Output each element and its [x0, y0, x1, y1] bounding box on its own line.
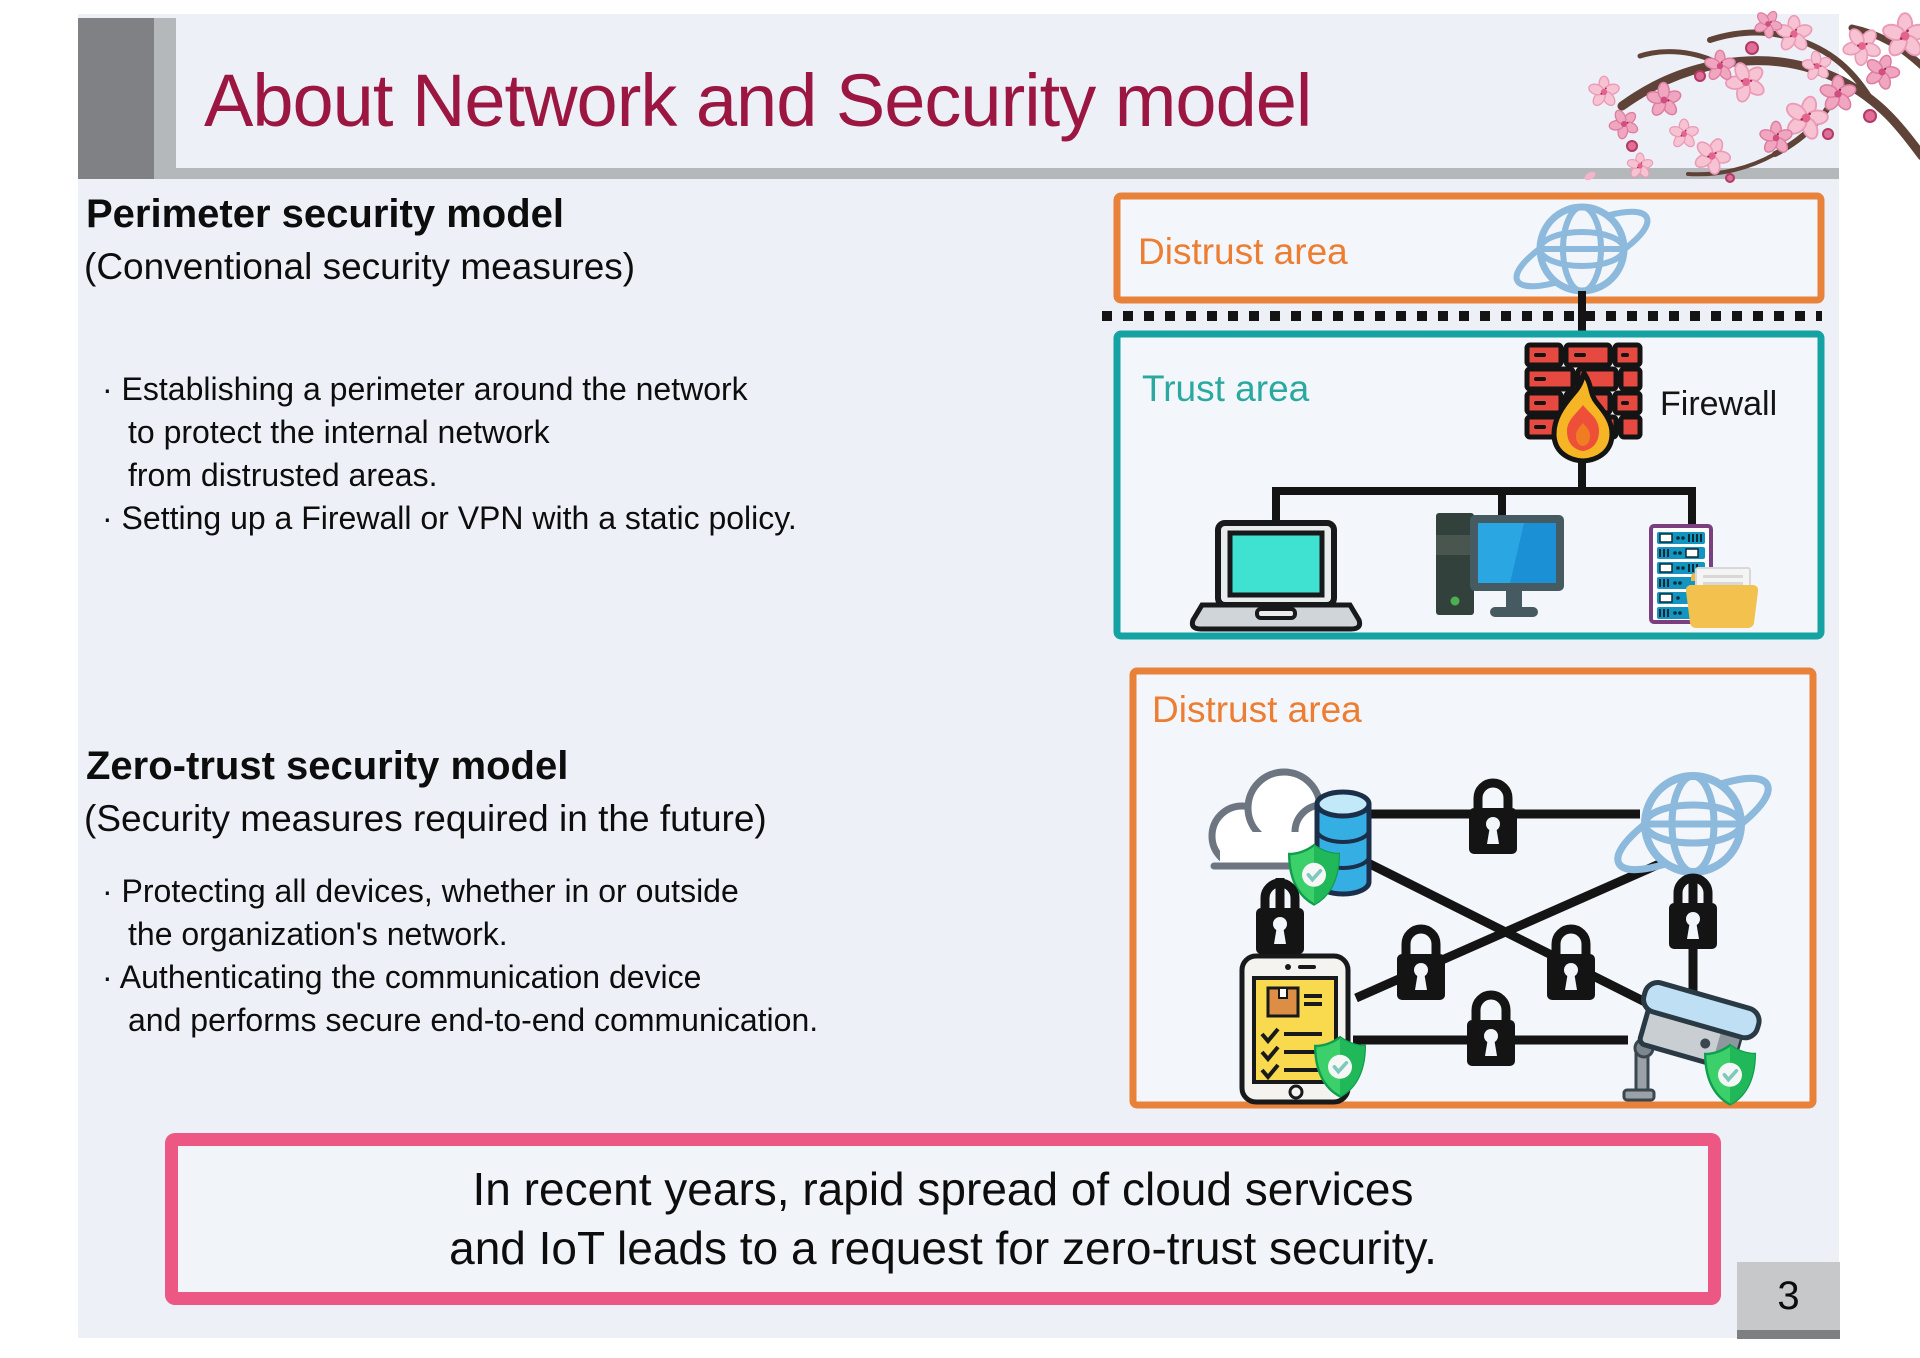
- internet-globe-icon: [1513, 203, 1651, 295]
- zero-trust-diagram: Distrust area: [1129, 667, 1817, 1109]
- laptop-icon: [1189, 520, 1363, 632]
- section-heading-zero-trust: Zero-trust security model: [86, 744, 569, 788]
- page-title: About Network and Security model: [204, 59, 1312, 142]
- perimeter-model-diagram: Distrust area Trust area: [1102, 192, 1825, 640]
- bullet-line: to protect the internal network: [128, 414, 550, 450]
- callout-line: In recent years, rapid spread of cloud s…: [472, 1163, 1414, 1215]
- mesh-links: [1275, 809, 1698, 1045]
- bullet-list-zero-trust: · Protecting all devices, whether in or …: [102, 870, 818, 1042]
- bullet-line: · Setting up a Firewall or VPN with a st…: [102, 500, 797, 536]
- folder-icon: [1685, 567, 1759, 629]
- callout-line: and IoT leads to a request for zero-trus…: [449, 1222, 1437, 1274]
- bullet-line: · Protecting all devices, whether in or …: [102, 873, 739, 909]
- lan-branch-lines: [1272, 461, 1696, 527]
- trust-area-label: Trust area: [1142, 368, 1310, 409]
- bullet-line: and performs secure end-to-end communica…: [128, 1002, 819, 1038]
- page-number: 3: [1737, 1262, 1840, 1330]
- bullet-line: · Establishing a perimeter around the ne…: [102, 371, 748, 407]
- firewall-icon: [1524, 342, 1643, 464]
- firewall-label: Firewall: [1660, 385, 1777, 423]
- desktop-pc-icon: [1436, 513, 1564, 617]
- internet-globe-icon: [1614, 772, 1772, 876]
- header-accent-light-rect: [154, 18, 176, 179]
- header-underline-strip: [154, 168, 1839, 179]
- distrust-area-label: Distrust area: [1152, 689, 1362, 730]
- header-accent-dark-rect: [78, 18, 154, 179]
- section-heading-perimeter: Perimeter security model: [86, 192, 564, 236]
- bullet-list-perimeter: · Establishing a perimeter around the ne…: [102, 368, 797, 540]
- callout-box: In recent years, rapid spread of cloud s…: [165, 1133, 1721, 1305]
- page-number-strip: [1737, 1330, 1840, 1339]
- cherry-blossom-decoration-icon: [1584, 6, 1920, 183]
- section-subheading-perimeter: (Conventional security measures): [84, 246, 636, 287]
- bullet-line: the organization's network.: [128, 916, 508, 952]
- bullet-line: from distrusted areas.: [128, 457, 438, 493]
- distrust-area-label: Distrust area: [1138, 231, 1348, 272]
- bullet-line: · Authenticating the communication devic…: [102, 959, 702, 995]
- section-subheading-zero-trust: (Security measures required in the futur…: [84, 798, 767, 839]
